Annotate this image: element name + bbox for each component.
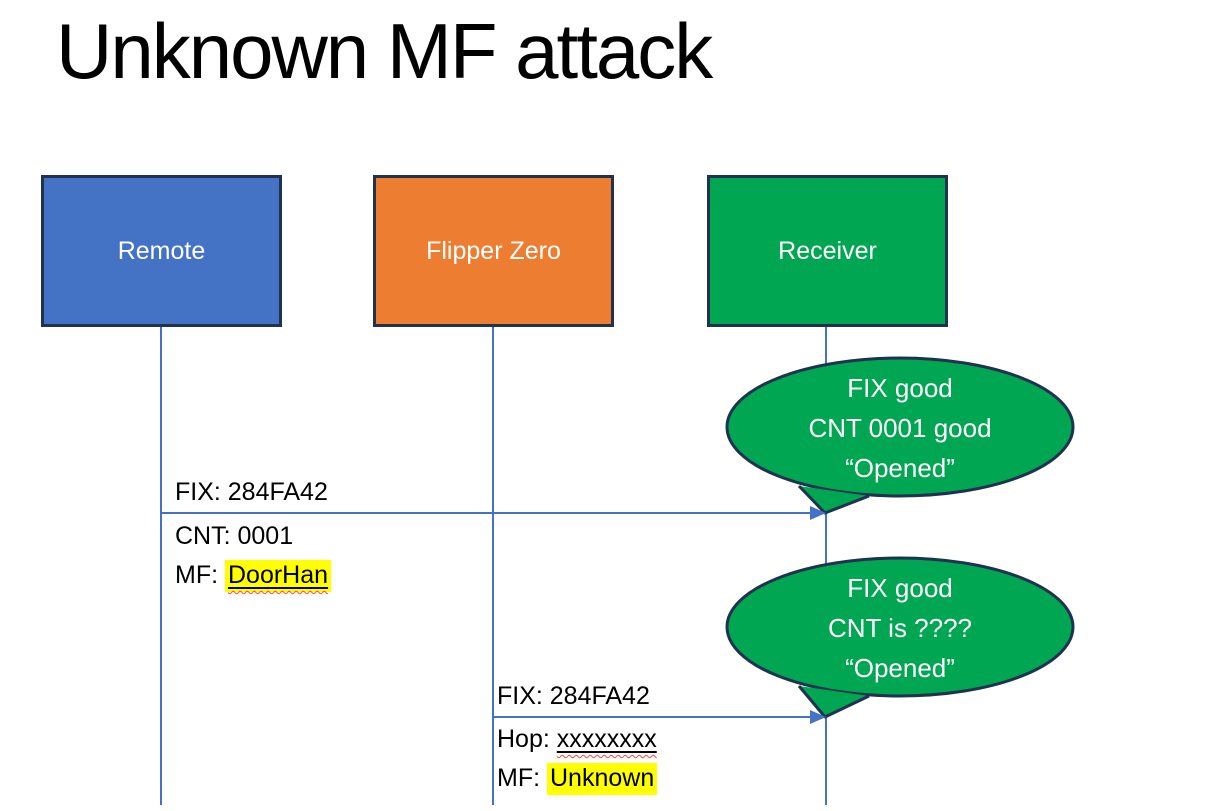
message-2-hop-prefix: Hop: xyxy=(497,725,557,753)
bubble-2-line-2: CNT is ???? xyxy=(827,613,973,643)
actor-label-flipper-zero: Flipper Zero xyxy=(426,236,561,265)
message-1-mf-prefix: MF: xyxy=(175,561,225,589)
actor-box-flipper-zero: Flipper Zero xyxy=(373,175,614,327)
message-1-fix: FIX: 284FA42 xyxy=(175,478,328,506)
message-2-mf: MF: Unknown xyxy=(497,763,658,795)
actor-label-receiver: Receiver xyxy=(778,236,877,265)
arrowhead-icon xyxy=(810,710,826,724)
page-title: Unknown MF attack xyxy=(56,7,713,95)
message-2-mf-value-highlighted: Unknown xyxy=(547,763,658,795)
actor-box-receiver: Receiver xyxy=(707,175,948,327)
message-arrow-remote-to-receiver xyxy=(160,512,812,514)
message-2-fix: FIX: 284FA42 xyxy=(497,682,650,710)
actor-label-remote: Remote xyxy=(117,236,206,265)
speech-bubble-2 xyxy=(725,556,1075,719)
arrowhead-icon xyxy=(810,506,826,520)
message-1-cnt: CNT: 0001 xyxy=(175,522,294,550)
bubble-2-line-3: “Opened” xyxy=(845,653,955,683)
message-2-hop: Hop: xxxxxxxx xyxy=(497,724,657,754)
message-2-hop-value: xxxxxxxx xyxy=(556,725,657,753)
message-2-mf-prefix: MF: xyxy=(497,764,547,792)
bubble-1-line-2: CNT 0001 good xyxy=(808,413,992,443)
message-arrow-flipper-to-receiver xyxy=(492,716,812,718)
bubble-ellipse xyxy=(725,556,1075,698)
message-1-mf-value-highlighted: DoorHan xyxy=(225,560,332,592)
bubble-ellipse xyxy=(725,356,1075,498)
message-1-mf: MF: DoorHan xyxy=(175,560,332,592)
bubble-1-text: FIX good CNT 0001 good “Opened” xyxy=(725,368,1075,488)
bubble-2-text: FIX good CNT is ???? “Opened” xyxy=(725,568,1075,688)
lifeline-remote xyxy=(160,327,162,805)
lifeline-flipper xyxy=(492,327,494,805)
bubble-1-line-3: “Opened” xyxy=(845,453,955,483)
actor-box-remote: Remote xyxy=(41,175,282,327)
bubble-1-line-1: FIX good xyxy=(847,373,953,403)
bubble-2-line-1: FIX good xyxy=(847,573,953,603)
